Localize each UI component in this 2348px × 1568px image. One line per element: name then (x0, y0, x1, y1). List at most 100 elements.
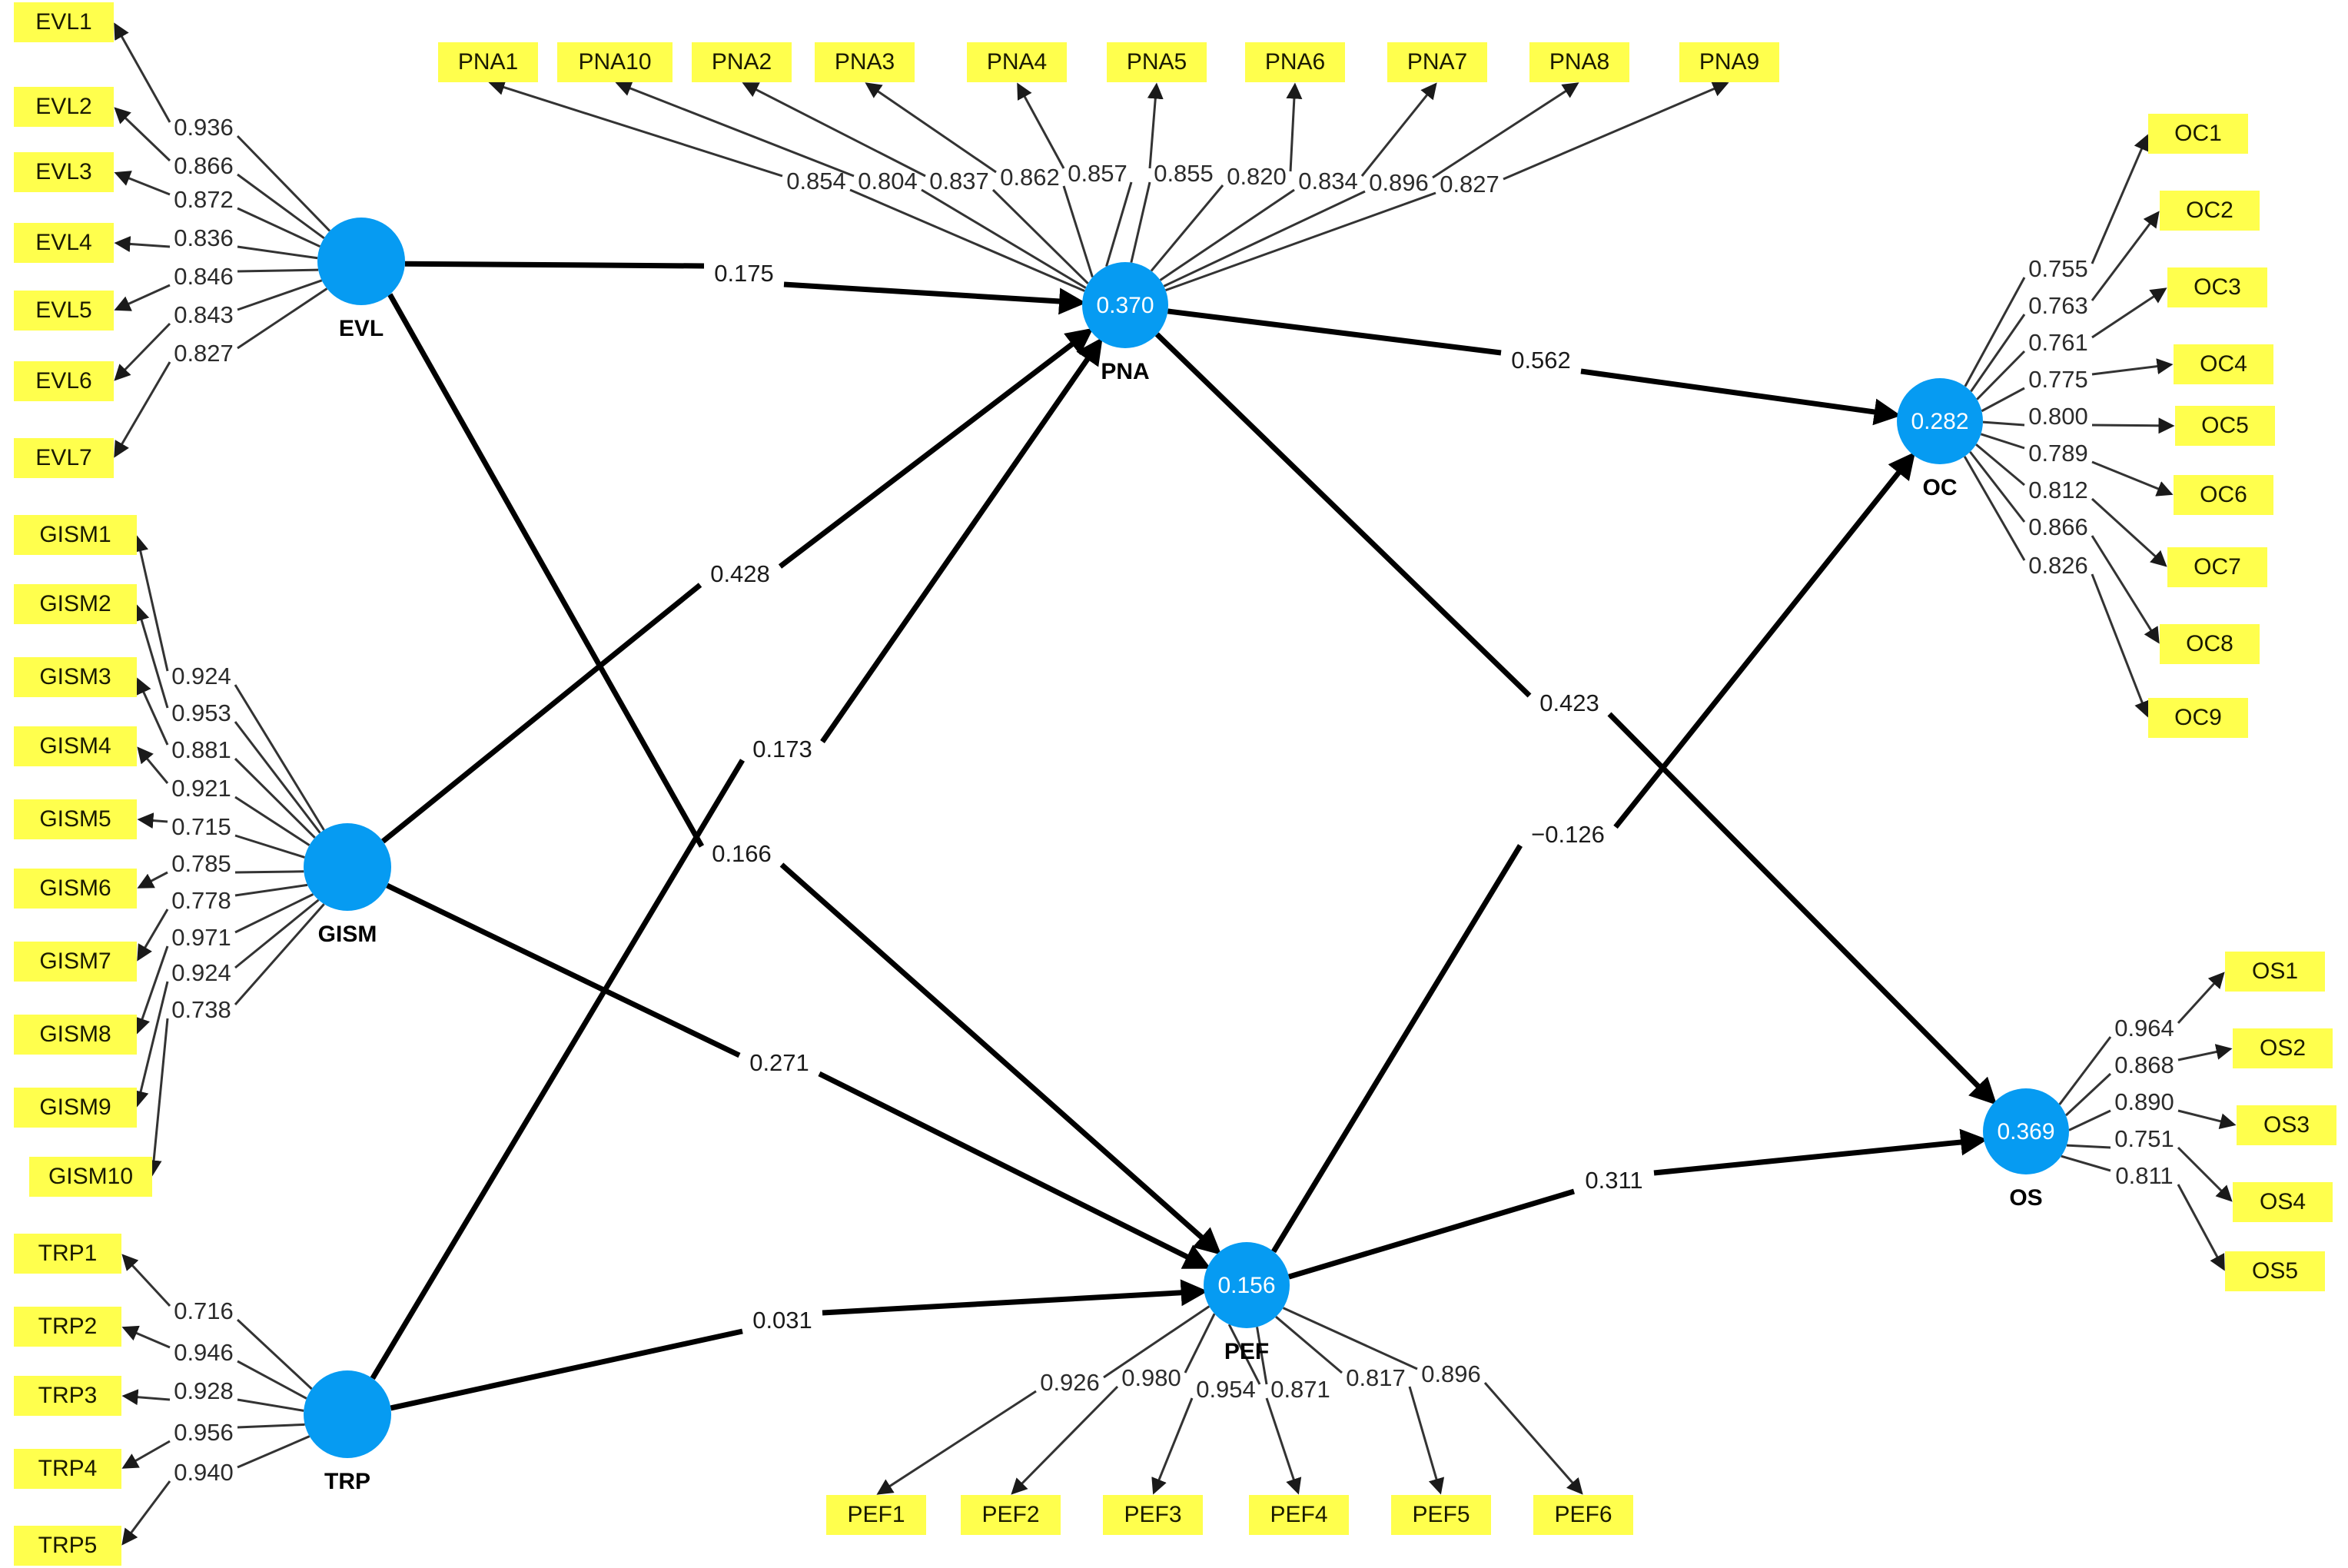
loading-coefficient: 0.964 (2114, 1015, 2174, 1041)
indicator-label: PNA1 (458, 49, 518, 75)
loading-arrow (121, 1440, 171, 1469)
indicator-label: PNA8 (1549, 49, 1609, 75)
loading-arrow (135, 945, 169, 1035)
indicator-label: PNA5 (1127, 49, 1187, 75)
structural-path-segment (1271, 844, 1523, 1254)
loading-coefficient: 0.827 (174, 340, 234, 367)
indicator-box: TRP3 (14, 1376, 121, 1416)
loading-line-segment (237, 245, 318, 260)
loading-line-segment (237, 1360, 307, 1400)
loading-arrow (114, 284, 171, 311)
indicator-box: OC8 (2160, 624, 2260, 664)
loading-arrow (615, 81, 855, 178)
indicator-box: PNA9 (1679, 42, 1779, 82)
indicator-box: GISM9 (14, 1088, 137, 1128)
indicator-label: OS5 (2252, 1258, 2298, 1284)
indicator-box: PNA5 (1107, 42, 1207, 82)
loading-line-segment (1165, 191, 1436, 292)
path-coefficient: 0.166 (712, 840, 772, 867)
indicator-label: PEF3 (1124, 1502, 1181, 1527)
r-squared-value: 0.369 (1997, 1119, 2054, 1144)
indicator-box: OS4 (2233, 1182, 2333, 1222)
path-coefficient: 0.423 (1539, 689, 1599, 716)
path-coefficient: 0.031 (752, 1307, 812, 1334)
loading-coefficient: 0.716 (174, 1297, 234, 1324)
loading-coefficient: 0.789 (2028, 440, 2088, 467)
structural-path-arrow (822, 1279, 1208, 1316)
indicator-box: GISM5 (14, 799, 137, 839)
loading-coefficient: 0.834 (1298, 168, 1358, 194)
structural-path-segment (1167, 308, 1502, 356)
loading-coefficient: 0.896 (1369, 169, 1429, 196)
loading-line-segment (1975, 443, 2025, 487)
indicator-box: OS1 (2225, 952, 2325, 992)
loading-arrow (2177, 1109, 2237, 1129)
loading-line-segment (1130, 181, 1151, 263)
loading-line-segment (1976, 350, 2026, 400)
loading-arrow (2091, 460, 2174, 497)
loading-coefficient: 0.775 (2028, 366, 2088, 393)
indicator-box: PNA6 (1245, 42, 1345, 82)
loading-line-segment (1963, 456, 2026, 561)
structural-path-segment (381, 583, 702, 844)
indicator-box: TRP1 (14, 1234, 121, 1274)
indicator-label: EVL1 (35, 9, 91, 35)
loading-line-segment (1980, 433, 2025, 450)
indicator-label: OC1 (2174, 121, 2222, 146)
indicator-box: OS5 (2225, 1251, 2325, 1291)
loading-coefficient: 0.896 (1421, 1360, 1481, 1387)
indicator-label: OS3 (2263, 1112, 2310, 1138)
loading-coefficient: 0.811 (2115, 1162, 2173, 1189)
structural-path-segment (404, 261, 705, 269)
r-squared-value: 0.156 (1217, 1273, 1275, 1298)
loading-line-segment (237, 287, 328, 350)
path-coefficient: 0.311 (1585, 1167, 1642, 1194)
indicator-label: PNA9 (1699, 49, 1759, 75)
construct-node-trp[interactable]: TRP (304, 1370, 391, 1494)
indicator-label: GISM8 (39, 1022, 111, 1047)
loading-arrow (145, 1018, 169, 1177)
indicator-label: PNA2 (712, 49, 772, 75)
loading-arrow (132, 981, 169, 1108)
indicator-label: TRP1 (38, 1241, 98, 1266)
indicator-label: PEF2 (981, 1502, 1039, 1527)
structural-path-arrow (1613, 451, 1916, 829)
loading-coefficient: 0.755 (2028, 255, 2088, 282)
loading-line-segment (1150, 184, 1224, 272)
loading-line-segment (234, 796, 311, 846)
indicator-box: GISM1 (14, 515, 137, 555)
loading-coefficient: 0.956 (174, 1419, 234, 1446)
loading-coefficient: 0.855 (1154, 160, 1214, 187)
loading-arrow (137, 909, 169, 962)
indicator-box: OC1 (2148, 114, 2248, 154)
loading-arrow (114, 22, 171, 123)
indicator-label: PEF5 (1412, 1502, 1470, 1527)
loading-arrow (2091, 535, 2160, 644)
loading-coefficient: 0.761 (2028, 329, 2088, 356)
path-coefficient: 0.428 (710, 560, 770, 587)
loading-arrow (121, 1254, 171, 1307)
loading-line-segment (1969, 450, 2026, 523)
loading-arrow (1360, 82, 1437, 177)
indicator-box: PNA10 (557, 42, 673, 82)
indicator-box: OC9 (2148, 698, 2248, 738)
indicator-box: EVL3 (14, 152, 114, 192)
indicator-label: OC2 (2186, 198, 2233, 223)
loading-arrow (136, 677, 169, 746)
loading-line-segment (234, 684, 325, 831)
loading-coefficient: 0.843 (174, 301, 234, 328)
loading-line-segment (1981, 387, 2025, 413)
indicator-box: EVL6 (14, 361, 114, 401)
construct-node-gism[interactable]: GISM (304, 823, 391, 947)
indicator-box: OC2 (2160, 191, 2260, 231)
loading-arrow (2091, 287, 2167, 339)
construct-node-evl[interactable]: EVL (317, 218, 405, 341)
loading-arrow (114, 171, 171, 196)
indicator-label: OC4 (2200, 351, 2247, 377)
loading-line-segment (237, 1435, 311, 1469)
indicator-label: OC7 (2194, 554, 2241, 580)
